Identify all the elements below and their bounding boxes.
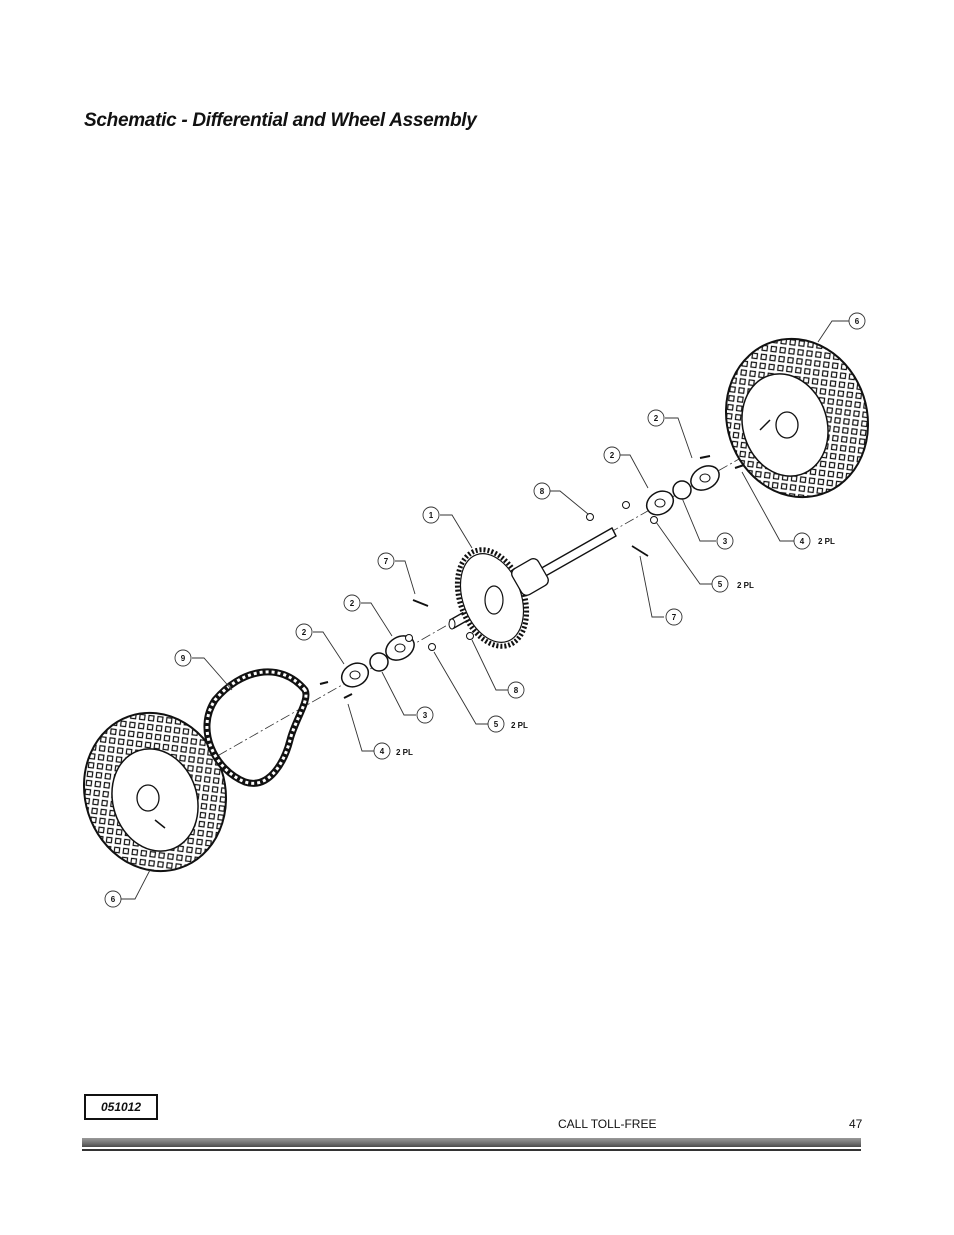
callout-5-top-qty: 2 PL	[737, 581, 754, 590]
callout-5-top: 5	[718, 580, 723, 589]
wheel-bottom-left	[82, 711, 228, 873]
callout-5-bottom: 5	[494, 720, 499, 729]
callout-6-top: 6	[855, 317, 860, 326]
callout-4-top: 4	[800, 537, 805, 546]
callout-9: 9	[181, 654, 186, 663]
page-title: Schematic - Differential and Wheel Assem…	[84, 110, 477, 131]
callout-3-bottom: 3	[423, 711, 428, 720]
callout-2-d: 2	[302, 628, 307, 637]
callout-3-top: 3	[723, 537, 728, 546]
callout-8-top: 8	[540, 487, 545, 496]
callout-5-bottom-qty: 2 PL	[511, 721, 528, 730]
callout-2-b: 2	[610, 451, 615, 460]
footer-phone-label: CALL TOLL-FREE	[558, 1117, 657, 1131]
sprocket-differential	[454, 547, 549, 649]
callout-6-bottom: 6	[111, 895, 116, 904]
callout-1: 1	[429, 511, 434, 520]
callout-4-bottom: 4	[380, 747, 385, 756]
bearing-flanges-left	[319, 599, 474, 699]
callout-2-c: 2	[350, 599, 355, 608]
document-code-box: 051012	[84, 1094, 158, 1120]
footer-rule-thin	[82, 1149, 861, 1151]
callout-7-top: 7	[384, 557, 389, 566]
callout-8-bottom: 8	[514, 686, 519, 695]
wheel-top-right	[724, 337, 870, 499]
callout-4-bottom-qty: 2 PL	[396, 748, 413, 757]
footer-rule	[82, 1138, 861, 1147]
callout-7-bottom: 7	[672, 613, 677, 622]
bearing-flanges-right	[586, 455, 745, 557]
page-number: 47	[849, 1117, 863, 1131]
drive-chain	[203, 668, 310, 787]
callout-2-a: 2	[654, 414, 659, 423]
callout-4-top-qty: 2 PL	[818, 537, 835, 546]
